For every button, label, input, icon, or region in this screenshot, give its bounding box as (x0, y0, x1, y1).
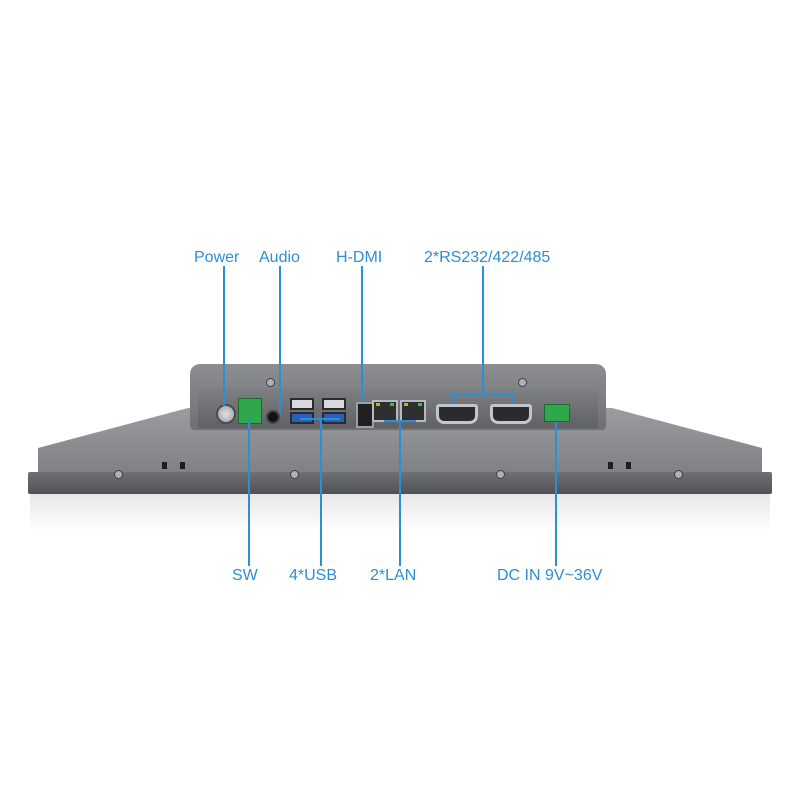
usb-label: 4*USB (289, 567, 338, 584)
power-label: Power (194, 249, 240, 266)
screw (266, 378, 275, 387)
audio-callout-line (279, 266, 281, 414)
vent-slot (180, 462, 185, 469)
hdmi-label: H-DMI (336, 249, 383, 266)
usb-callout-line (320, 418, 322, 566)
vent-slot (608, 462, 613, 469)
dc-in-label: DC IN 9V~36V (497, 567, 603, 584)
screw (496, 470, 505, 479)
usb-port (290, 398, 314, 410)
screw (114, 470, 123, 479)
serial-callout-bracket-right (512, 394, 514, 404)
vent-slot (626, 462, 631, 469)
serial-callout-line (482, 266, 484, 396)
screw (290, 470, 299, 479)
vent-slot (162, 462, 167, 469)
lan-callout-line (399, 420, 401, 566)
serial-callout-bracket (452, 394, 514, 396)
dc-in-callout-line (555, 422, 557, 566)
sw-label: SW (232, 567, 258, 584)
sw-callout-line (248, 420, 250, 566)
lan-port (372, 400, 398, 422)
screw (518, 378, 527, 387)
audio-label: Audio (259, 249, 300, 266)
serial-port (436, 404, 478, 424)
power-callout-line (223, 266, 225, 406)
usb-port (322, 398, 346, 410)
power-button (216, 404, 236, 424)
lan-port (400, 400, 426, 422)
serial-port (490, 404, 532, 424)
lan-label: 2*LAN (370, 567, 417, 584)
serial-label: 2*RS232/422/485 (424, 249, 551, 266)
screw (674, 470, 683, 479)
serial-callout-bracket-left (452, 394, 454, 404)
sw-terminal-block (238, 398, 262, 424)
audio-jack (266, 410, 280, 424)
dc-in-connector (544, 404, 570, 422)
hdmi-callout-line (361, 266, 363, 402)
